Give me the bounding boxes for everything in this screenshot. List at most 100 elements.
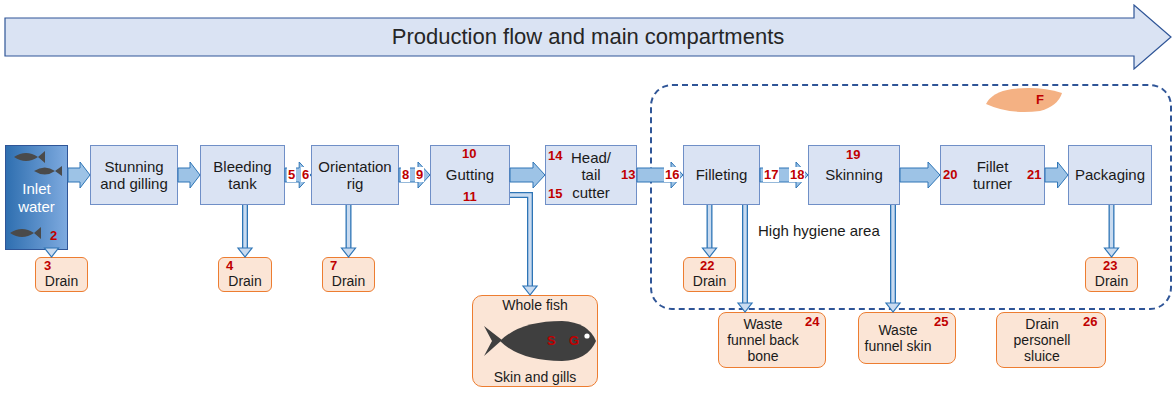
arrow-line bbox=[242, 205, 248, 249]
node-text: Filleting bbox=[696, 166, 748, 183]
node-text: Orientation rig bbox=[316, 158, 394, 193]
part-letter: S bbox=[547, 333, 556, 348]
node-text: Stunning and gilling bbox=[95, 158, 173, 193]
arrow-line bbox=[742, 205, 748, 304]
hygiene-region: High hygiene area Filleting Skinning Fillet… bbox=[650, 84, 1172, 310]
part-letter: G bbox=[569, 333, 579, 348]
node-text: Whole fish bbox=[502, 297, 567, 313]
arrow-line bbox=[243, 205, 246, 249]
flow-arrow bbox=[703, 205, 717, 257]
flow-arrow bbox=[637, 162, 683, 188]
callout-number: 21 bbox=[1027, 167, 1041, 182]
flow-arrow bbox=[45, 248, 59, 257]
inlet-fish bbox=[10, 151, 62, 239]
whole-fish-drawing bbox=[484, 321, 596, 361]
flow-arrow bbox=[399, 162, 430, 188]
node-text: Gutting bbox=[446, 166, 494, 183]
node-text: High hygiene area bbox=[758, 222, 880, 239]
callout-number: 3 bbox=[44, 258, 51, 273]
node-text: Skinning bbox=[825, 166, 883, 183]
flow-arrow bbox=[1105, 205, 1119, 257]
callout-number: 24 bbox=[805, 314, 819, 329]
block-arrow bbox=[900, 162, 940, 188]
callout-number: 16 bbox=[664, 167, 680, 182]
process-box: Bleeding tank bbox=[200, 145, 285, 205]
node-text: Drain bbox=[1095, 273, 1128, 289]
callout-number: 23 bbox=[1103, 258, 1117, 273]
callout-number: 15 bbox=[548, 186, 562, 201]
flow-arrow bbox=[760, 162, 808, 188]
callout-number: 7 bbox=[330, 258, 337, 273]
flow-arrow bbox=[900, 162, 940, 188]
arrow-line bbox=[707, 205, 713, 249]
callout-number: 18 bbox=[789, 167, 805, 182]
flow-arrow bbox=[178, 162, 200, 188]
node-text: Skin and gills bbox=[494, 369, 577, 385]
arrow-line bbox=[510, 195, 530, 287]
arrow-head bbox=[886, 303, 900, 312]
block-arrow bbox=[285, 162, 311, 188]
callout-number: 9 bbox=[415, 167, 424, 182]
node-text: Fillet turner bbox=[963, 158, 1022, 193]
node-text: Waste funnel back bone bbox=[723, 316, 803, 364]
callout-number: 11 bbox=[463, 189, 477, 204]
arrow-line bbox=[1110, 205, 1113, 249]
callout-number: 19 bbox=[846, 147, 860, 162]
callout-number: 20 bbox=[943, 167, 957, 182]
callout-number: 26 bbox=[1083, 314, 1097, 329]
arrow-head bbox=[703, 248, 717, 257]
flow-arrow bbox=[510, 195, 537, 295]
node-text: Production flow and main compartments bbox=[392, 24, 785, 49]
arrow-line bbox=[346, 205, 352, 249]
arrow-head bbox=[1105, 248, 1119, 257]
drain-box: Drain bbox=[35, 257, 88, 292]
node-text: Drain personell sluice bbox=[1001, 316, 1083, 364]
flow-arrow bbox=[285, 162, 311, 188]
node-text: Bleeding tank bbox=[205, 158, 280, 193]
callout-number: 13 bbox=[621, 167, 635, 182]
arrow-line bbox=[347, 205, 350, 249]
arrow-head bbox=[342, 248, 356, 257]
block-arrow bbox=[510, 162, 545, 188]
block-arrow bbox=[637, 162, 683, 188]
callout-number: 4 bbox=[226, 258, 233, 273]
flow-arrow bbox=[68, 162, 90, 188]
arrow-line bbox=[510, 195, 530, 287]
callout-number: 5 bbox=[287, 167, 296, 182]
callout-number: 8 bbox=[401, 167, 410, 182]
node-text: Drain bbox=[45, 273, 78, 289]
node-text: Drain bbox=[228, 273, 261, 289]
block-arrow bbox=[68, 162, 90, 188]
callout-number: 14 bbox=[548, 148, 562, 163]
flow-arrow bbox=[510, 162, 545, 188]
block-arrow bbox=[178, 162, 200, 188]
process-box: Packaging bbox=[1068, 145, 1152, 205]
arrow-line bbox=[743, 205, 746, 304]
fillet-drawing bbox=[986, 88, 1062, 112]
arrow-line bbox=[708, 205, 711, 249]
node-text: Drain bbox=[332, 273, 365, 289]
node-text: Waste funnel skin bbox=[863, 322, 933, 354]
flow-arrow bbox=[738, 205, 752, 312]
block-arrow bbox=[760, 162, 808, 188]
process-box: Orientation rig bbox=[311, 145, 399, 205]
node-text: Inlet water bbox=[6, 180, 67, 215]
block-arrow bbox=[399, 162, 430, 188]
callout-number: 10 bbox=[462, 146, 476, 161]
arrow-line bbox=[1109, 205, 1115, 249]
part-letter: F bbox=[1036, 92, 1044, 107]
callout-number: 17 bbox=[763, 167, 779, 182]
flow-arrow bbox=[238, 205, 252, 257]
process-box: Filleting bbox=[683, 145, 760, 205]
arrow-head bbox=[523, 286, 537, 295]
block-arrow bbox=[1045, 162, 1068, 188]
arrow-head bbox=[738, 303, 752, 312]
callout-number: 6 bbox=[301, 167, 310, 182]
flow-arrow bbox=[342, 205, 356, 257]
arrow-head bbox=[45, 248, 59, 257]
flow-banner: Production flow and main compartments bbox=[4, 4, 1172, 70]
process-box: Stunning and gilling bbox=[90, 145, 178, 205]
drain-box: Drain bbox=[322, 257, 375, 292]
arrow-line bbox=[890, 205, 896, 304]
arrow-head bbox=[238, 248, 252, 257]
